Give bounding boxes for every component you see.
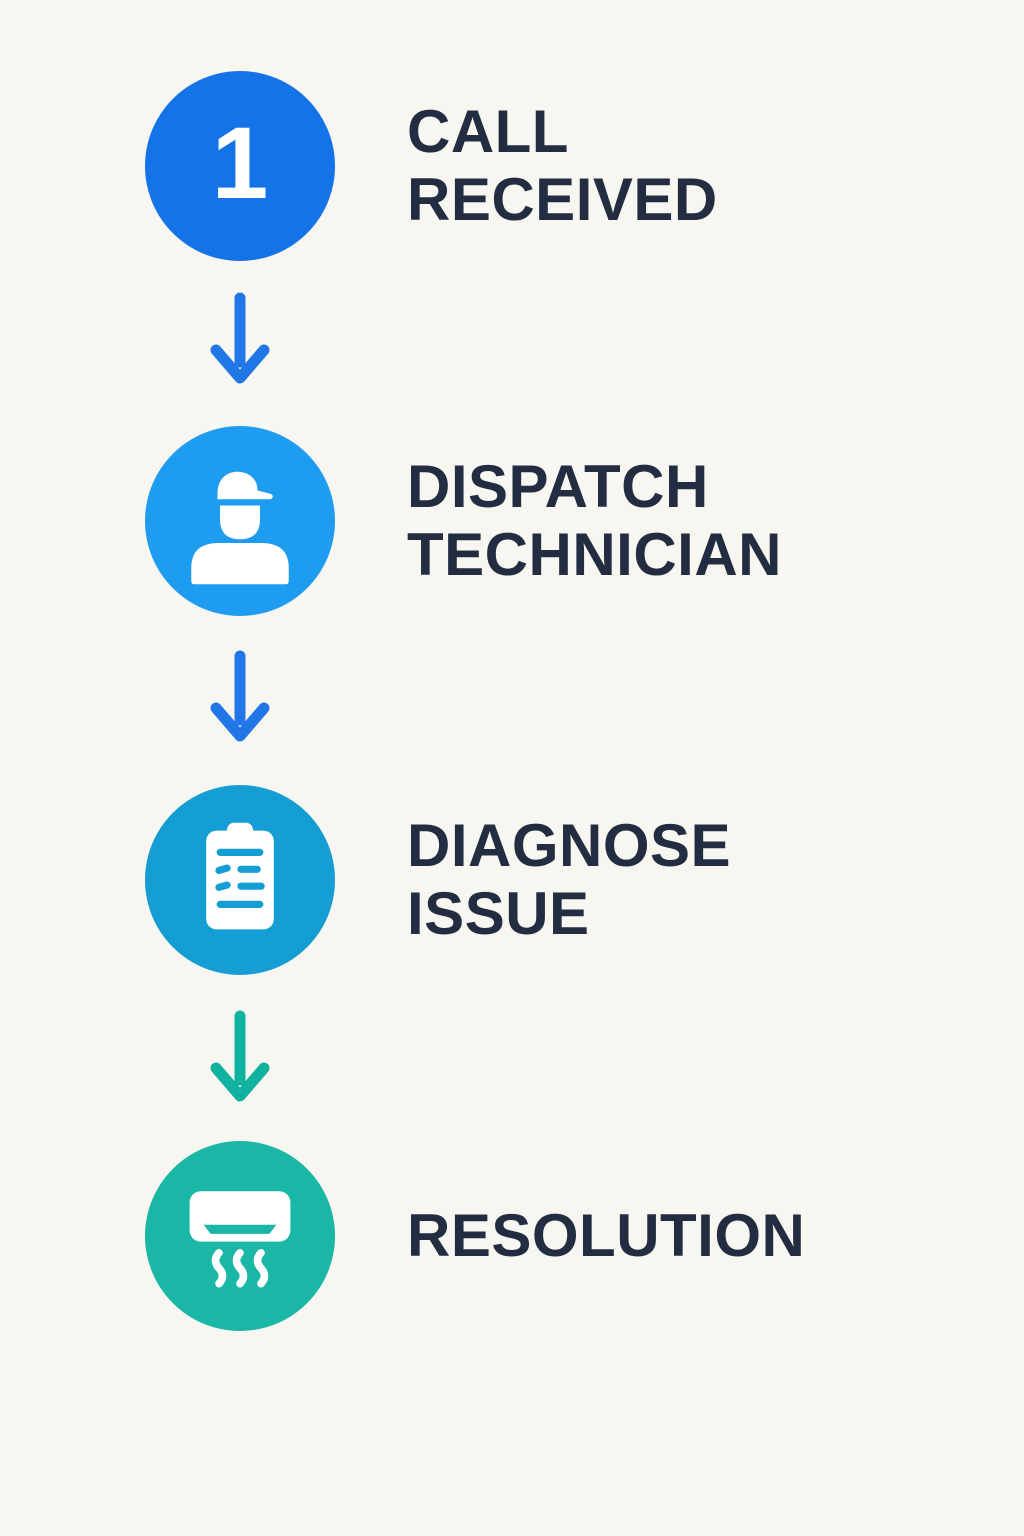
step-title-line: RESOLUTION <box>407 1202 806 1269</box>
step-title-call-received: CALL RECEIVED <box>407 98 718 234</box>
step-title-line: DIAGNOSE <box>407 812 732 879</box>
arrow-down-icon <box>210 1010 270 1102</box>
step-title-line: ISSUE <box>407 880 590 947</box>
step-circle-diagnose-issue <box>145 785 335 975</box>
step-title-line: RECEIVED <box>407 166 718 233</box>
step-circle-call-received <box>145 71 335 261</box>
clipboard-icon <box>206 822 274 930</box>
arrow-down-icon <box>210 292 270 384</box>
step-title-line: DISPATCH <box>407 453 709 520</box>
step-circle-resolution <box>145 1141 335 1331</box>
step-title-line: CALL <box>407 98 569 165</box>
step-circle-dispatch-technician <box>145 426 335 616</box>
technician-icon <box>191 471 289 585</box>
step-title-resolution: RESOLUTION <box>407 1202 805 1270</box>
air-conditioner-icon <box>189 1191 291 1288</box>
step-title-line: TECHNICIAN <box>407 521 782 588</box>
step-number-badge: 1 <box>211 105 269 220</box>
step-title-diagnose-issue: DIAGNOSE ISSUE <box>407 812 731 948</box>
arrow-down-icon <box>210 650 270 742</box>
step-title-dispatch-technician: DISPATCH TECHNICIAN <box>407 453 782 589</box>
